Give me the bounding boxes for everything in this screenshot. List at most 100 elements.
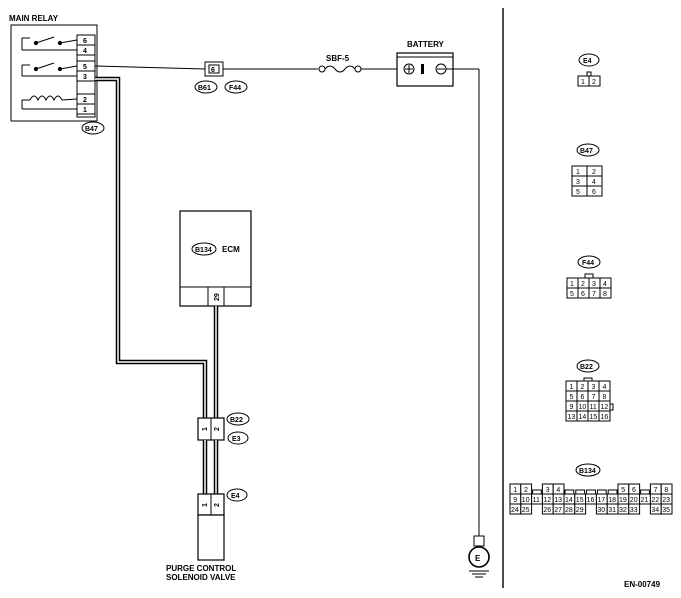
svg-text:1: 1 bbox=[570, 281, 574, 288]
legend-b134-pin: 28 bbox=[565, 507, 573, 514]
legend-b22-pin: 14 bbox=[579, 414, 587, 421]
relay-pin-4: 4 bbox=[83, 48, 87, 55]
legend-b22-pin: 12 bbox=[601, 404, 609, 411]
legend-b134-pin: 30 bbox=[597, 507, 605, 514]
legend-b22-pin: 9 bbox=[570, 404, 574, 411]
svg-text:1: 1 bbox=[576, 169, 580, 176]
svg-text:8: 8 bbox=[603, 291, 607, 298]
diagram-code: EN-00749 bbox=[624, 580, 661, 589]
legend-b22-pin: 4 bbox=[603, 384, 607, 391]
svg-text:BATTERY: BATTERY bbox=[407, 40, 445, 49]
legend-b134-pin: 20 bbox=[630, 497, 638, 504]
connector-b22-e3: 1 2 B22 E3 bbox=[197, 412, 250, 445]
connector-tag-b134 bbox=[191, 242, 217, 256]
relay-switch-icon bbox=[21, 36, 78, 51]
svg-text:F44: F44 bbox=[229, 85, 241, 92]
legend-e4: E4 1 2 bbox=[577, 53, 601, 87]
main-relay: MAIN RELAY 6 4 5 3 2 1 bbox=[9, 14, 98, 122]
svg-text:6: 6 bbox=[592, 189, 596, 196]
legend-b134-pin: 27 bbox=[554, 507, 562, 514]
legend-b47: B47 1 2 3 4 5 6 bbox=[571, 143, 603, 197]
connector-tag-e4 bbox=[226, 488, 248, 502]
svg-text:ECM: ECM bbox=[222, 245, 240, 254]
legend-b134-pin: 11 bbox=[533, 497, 540, 504]
legend-b134-pin: 35 bbox=[662, 507, 670, 514]
legend-b134-pin: 10 bbox=[522, 497, 530, 504]
svg-text:B47: B47 bbox=[580, 148, 593, 155]
legend-b134-pin: 34 bbox=[651, 507, 659, 514]
svg-text:E3: E3 bbox=[232, 436, 241, 443]
relay-pin-3: 3 bbox=[83, 74, 87, 81]
legend-f44: F44 1 2 3 4 5 6 7 8 bbox=[566, 255, 612, 299]
legend-b22-pin: 16 bbox=[601, 414, 609, 421]
purge-control-solenoid-valve: 1 2 E4 PURGE CONTROL SOLENOID VALVE bbox=[166, 488, 248, 582]
connector-tag-e3 bbox=[227, 431, 249, 445]
connector-b61-f44: 6 B61 F44 bbox=[194, 61, 318, 94]
svg-text:3: 3 bbox=[576, 179, 580, 186]
svg-text:2: 2 bbox=[214, 503, 221, 507]
svg-text:2: 2 bbox=[581, 281, 585, 288]
connector-tag-b47: B47 bbox=[81, 121, 105, 135]
legend-b134-pin: 25 bbox=[522, 507, 530, 514]
legend-b134-pin: 9 bbox=[513, 497, 517, 504]
legend-b134-pin: 2 bbox=[524, 487, 528, 494]
svg-text:SBF-5: SBF-5 bbox=[326, 54, 350, 63]
relay-pin-2: 2 bbox=[83, 97, 87, 104]
legend-b134-pin: 13 bbox=[554, 497, 562, 504]
legend-b134-pin: 31 bbox=[608, 507, 616, 514]
legend-b134-pin: 19 bbox=[619, 497, 627, 504]
wire-relay-to-connector bbox=[94, 65, 206, 70]
svg-text:B22: B22 bbox=[230, 417, 243, 424]
svg-text:2: 2 bbox=[592, 169, 596, 176]
ground-icon: E bbox=[468, 535, 490, 578]
svg-text:5: 5 bbox=[570, 291, 574, 298]
legend-b134-pin: 3 bbox=[546, 487, 550, 494]
legend-b134-pin: 4 bbox=[556, 487, 560, 494]
svg-text:4: 4 bbox=[592, 179, 596, 186]
legend-b134-pin: 6 bbox=[632, 487, 636, 494]
relay-switch-icon bbox=[21, 62, 78, 77]
legend-b22-pin: 15 bbox=[590, 414, 598, 421]
connector-tag-b61 bbox=[194, 80, 218, 94]
legend-b22-pin: 2 bbox=[581, 384, 585, 391]
legend-b134-pin: 18 bbox=[608, 497, 616, 504]
svg-text:5: 5 bbox=[576, 189, 580, 196]
svg-text:B134: B134 bbox=[579, 468, 596, 475]
legend-b134-pin: 32 bbox=[619, 507, 627, 514]
legend-b134-pin: 7 bbox=[654, 487, 658, 494]
svg-text:1: 1 bbox=[581, 79, 585, 86]
legend-b22-pin: 3 bbox=[592, 384, 596, 391]
legend-b134-pin: 22 bbox=[651, 497, 659, 504]
legend-b134-pin: 15 bbox=[576, 497, 584, 504]
legend-b22-pin: 13 bbox=[568, 414, 576, 421]
legend-b134-pin: 17 bbox=[597, 497, 605, 504]
legend-b134-pin: 26 bbox=[543, 507, 551, 514]
svg-text:6: 6 bbox=[211, 67, 215, 74]
svg-text:2: 2 bbox=[592, 79, 596, 86]
ecm: 29 B134 ECM bbox=[179, 210, 252, 307]
svg-text:2: 2 bbox=[214, 427, 221, 431]
svg-text:29: 29 bbox=[214, 293, 221, 301]
legend-b22-pin: 7 bbox=[592, 394, 596, 401]
legend-b134-pin: 16 bbox=[587, 497, 595, 504]
legend-b134-pin: 21 bbox=[641, 497, 649, 504]
legend-b22-pin: 11 bbox=[590, 404, 597, 411]
legend-b134-pin: 23 bbox=[662, 497, 670, 504]
fuse-sbf5: SBF-5 bbox=[318, 54, 397, 73]
svg-text:B47: B47 bbox=[85, 126, 98, 133]
relay-coil-icon bbox=[21, 95, 78, 110]
legend-b22-pin: 6 bbox=[581, 394, 585, 401]
main-relay-label: MAIN RELAY bbox=[9, 14, 59, 23]
legend-b22-pin: 5 bbox=[570, 394, 574, 401]
legend-b134-pin: 29 bbox=[576, 507, 584, 514]
svg-text:B22: B22 bbox=[580, 364, 593, 371]
svg-text:E: E bbox=[475, 554, 481, 563]
legend-b134-pin: 5 bbox=[621, 487, 625, 494]
legend-b134-pin: 1 bbox=[513, 487, 517, 494]
connector-tag-f44 bbox=[224, 80, 248, 94]
svg-text:PURGE CONTROL: PURGE CONTROL bbox=[166, 564, 236, 573]
legend-b134-pin: 24 bbox=[511, 507, 519, 514]
